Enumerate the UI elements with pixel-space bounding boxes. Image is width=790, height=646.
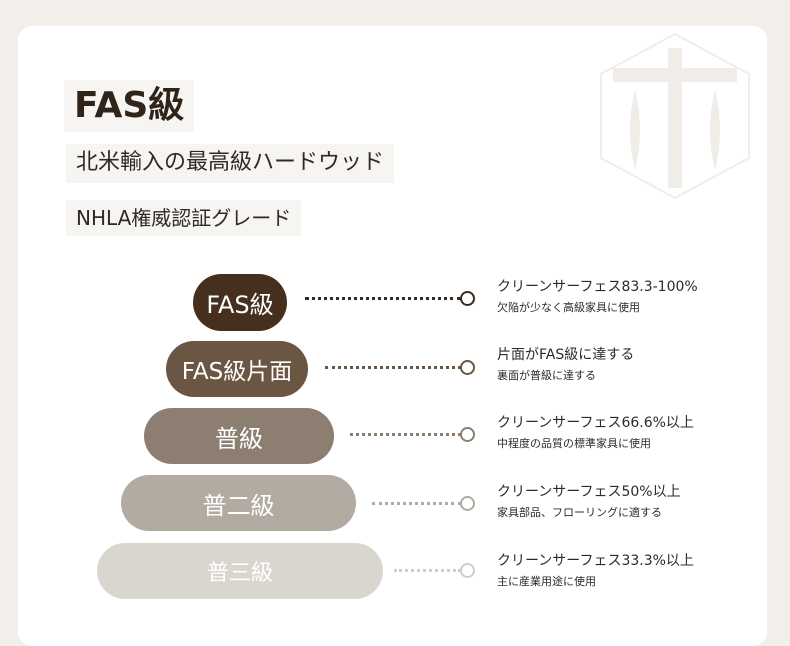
grade-pill-fas: FAS級 (193, 274, 287, 331)
page-title: FAS級 (64, 80, 195, 132)
connector-dot-icon (460, 291, 475, 306)
grade-description-main: 片面がFAS級に達する (497, 347, 635, 363)
grade-description-sub: 中程度の品質の標準家具に使用 (497, 437, 651, 450)
certification-label: NHLA権威認証グレード (66, 200, 302, 236)
connector-dot-icon (460, 427, 475, 442)
logo-watermark-icon (600, 32, 750, 200)
connector-line (394, 569, 461, 572)
grade-pill-label: FAS級 (206, 291, 274, 319)
grade-description-main: クリーンサーフェス83.3-100% (497, 279, 698, 295)
grade-pill-common-3: 普三級 (97, 543, 383, 599)
grade-pill-fas-one-face: FAS級片面 (166, 341, 308, 397)
connector-dot-icon (460, 563, 475, 578)
grade-pill-label: 普二級 (202, 491, 275, 520)
grade-description-main: クリーンサーフェス66.6%以上 (497, 415, 694, 431)
grade-pill-label: 普三級 (206, 561, 273, 586)
grade-pill-label: FAS級片面 (181, 359, 293, 385)
grade-description: 片面がFAS級に達する 裏面が普級に達する (497, 345, 634, 385)
grade-pill-common-2: 普二級 (121, 475, 356, 531)
connector-line (372, 502, 461, 505)
grade-description-main: クリーンサーフェス33.3%以上 (497, 553, 694, 569)
grade-description-sub: 主に産業用途に使用 (497, 575, 596, 588)
grade-pill-common: 普級 (144, 408, 334, 464)
grade-description-sub: 裏面が普級に達する (497, 369, 596, 382)
connector-dot-icon (460, 496, 475, 511)
page-subtitle: 北米輸入の最高級ハードウッド (66, 144, 395, 183)
connector-line (350, 433, 461, 436)
grade-description-sub: 家具部品、フローリングに適する (497, 506, 662, 519)
grade-description-main: クリーンサーフェス50%以上 (497, 484, 681, 500)
grade-description: クリーンサーフェス50%以上 家具部品、フローリングに適する (497, 482, 681, 522)
grade-description: クリーンサーフェス66.6%以上 中程度の品質の標準家具に使用 (497, 413, 694, 453)
connector-line (305, 297, 461, 300)
connector-line (325, 366, 461, 369)
grade-description-sub: 欠陥が少なく高級家具に使用 (497, 301, 640, 314)
grade-pill-label: 普級 (215, 424, 263, 453)
connector-dot-icon (460, 360, 475, 375)
grade-description: クリーンサーフェス33.3%以上 主に産業用途に使用 (497, 551, 694, 591)
grade-description: クリーンサーフェス83.3-100% 欠陥が少なく高級家具に使用 (497, 277, 698, 317)
